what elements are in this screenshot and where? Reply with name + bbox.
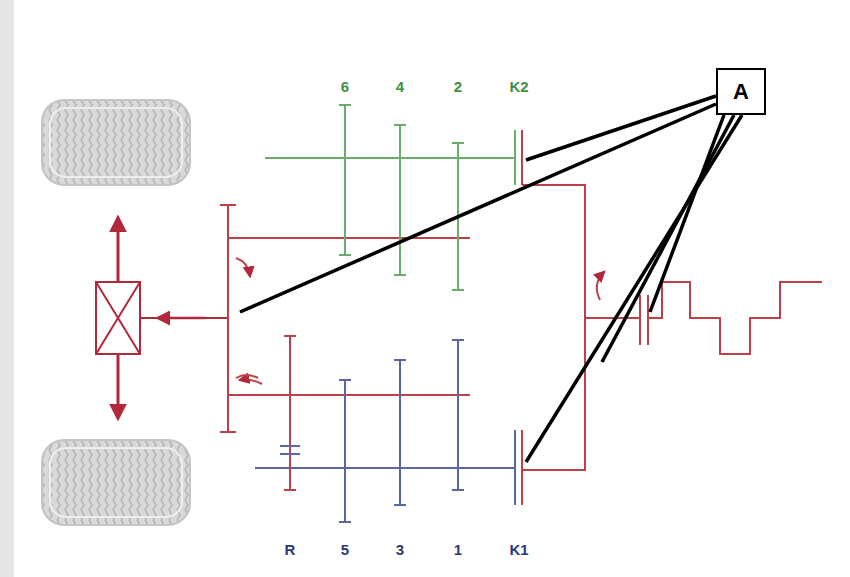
- gear-label: K2: [509, 79, 528, 94]
- gear-label: 2: [454, 79, 462, 94]
- leader-line: [240, 96, 742, 462]
- gear-label: 6: [341, 79, 349, 94]
- gear-label: K1: [509, 542, 528, 557]
- gear-label: 3: [396, 542, 404, 557]
- gear-label: R: [285, 542, 296, 557]
- gear-label: 5: [341, 542, 349, 557]
- callout-box: A: [716, 68, 766, 115]
- gear-label: 4: [396, 79, 404, 94]
- gear-label: 1: [454, 542, 462, 557]
- callout-letter: A: [733, 81, 749, 103]
- clutch-k2: [515, 130, 522, 185]
- tire: [42, 440, 190, 525]
- reverse-gear: [280, 336, 300, 490]
- odd-gear-shaft: [255, 340, 515, 522]
- clutch-k1: [515, 430, 522, 505]
- differential: [96, 218, 228, 418]
- tire: [42, 100, 190, 185]
- even-gear-shaft: [265, 105, 515, 290]
